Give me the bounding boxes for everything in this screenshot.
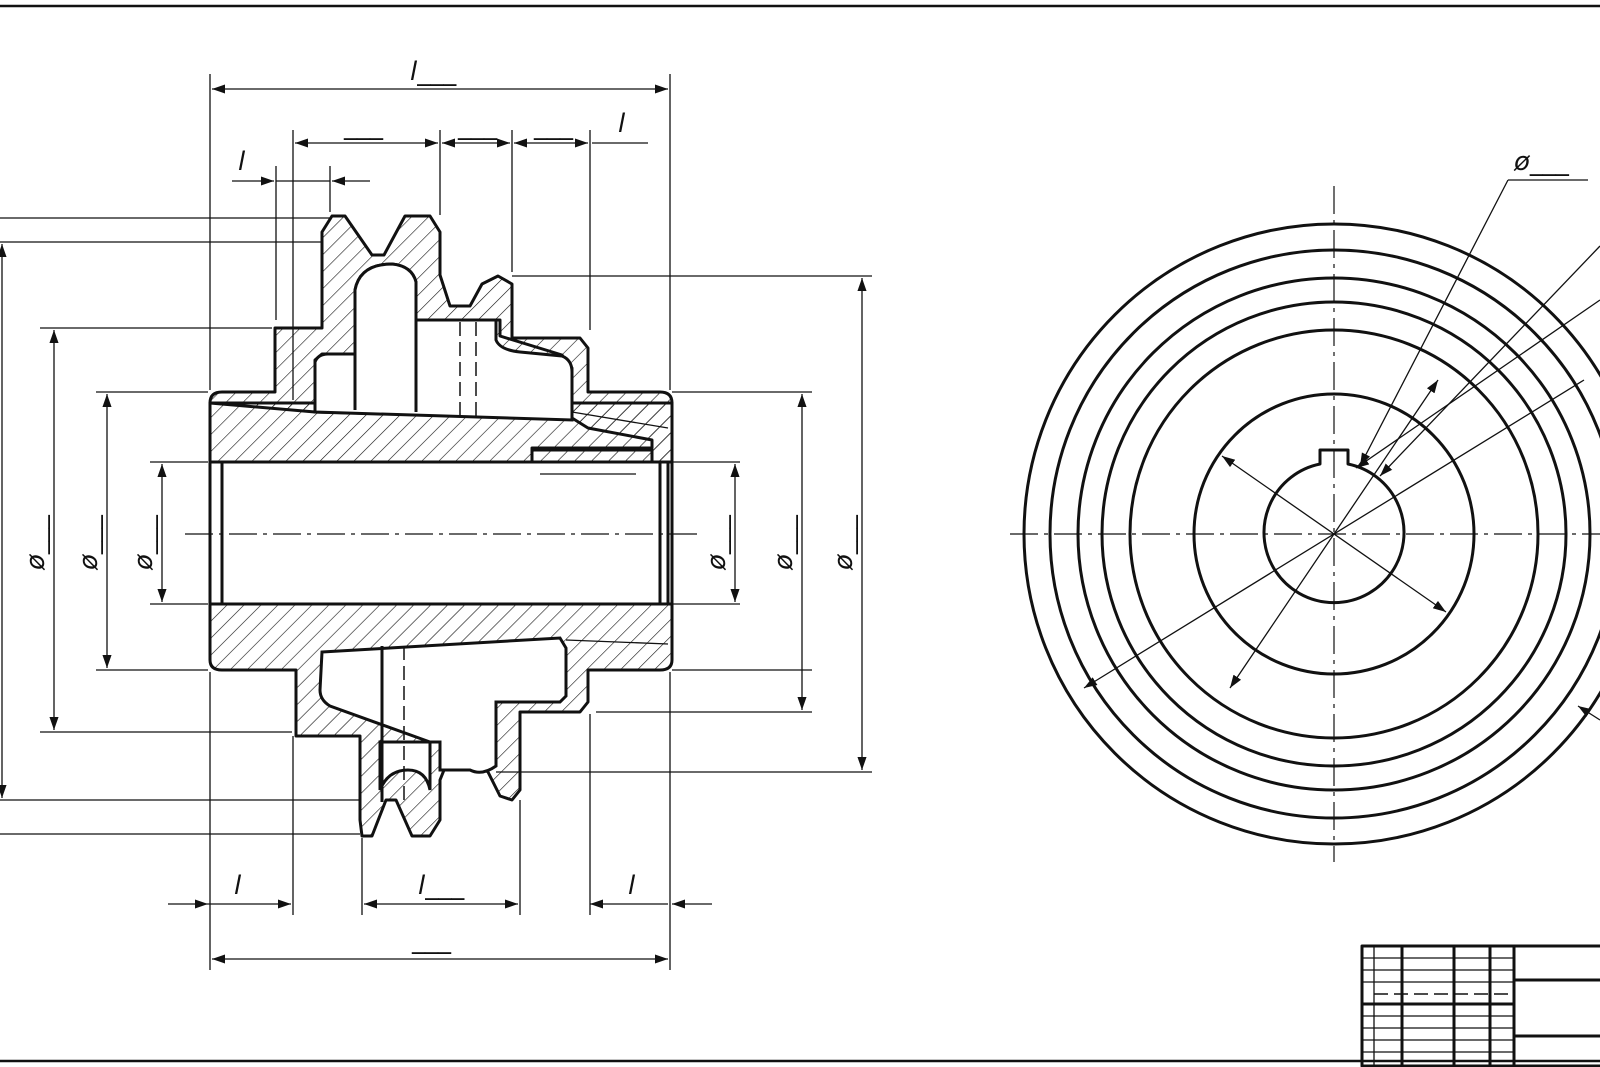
dimension-lines bbox=[0, 84, 867, 964]
dim-dia-bore-right: ø___ bbox=[702, 514, 732, 571]
lower-inner-cavity bbox=[318, 636, 568, 791]
dim-groove-offset-left: l bbox=[238, 147, 246, 177]
sheet-frame bbox=[0, 4, 1600, 1063]
dim-dia-hub-right: ø___ bbox=[769, 514, 799, 571]
dim-bottom-center-l: l___ bbox=[418, 871, 465, 901]
title-block bbox=[1360, 944, 1600, 1067]
dim-rim-width-a: ___ bbox=[343, 111, 384, 141]
dim-bottom-right-l: l bbox=[628, 871, 636, 901]
dim-bottom-left-l: l bbox=[234, 871, 242, 901]
dim-rim-width-b: ___ bbox=[457, 111, 498, 141]
bore bbox=[220, 460, 670, 606]
end-view: ø___ bbox=[1010, 147, 1600, 862]
dim-dia-outer-left: ø___ bbox=[21, 514, 51, 571]
dim-dia-rim-right: ø___ bbox=[829, 514, 859, 571]
dim-dia-bore-left: ø___ bbox=[129, 514, 159, 571]
dim-dia-mid-left: ø___ bbox=[74, 514, 104, 571]
dim-rim-width-c: ___ bbox=[533, 111, 574, 141]
section-view bbox=[185, 214, 700, 838]
extension-lines bbox=[0, 74, 872, 970]
dim-overall-length-bottom: ___ bbox=[411, 925, 452, 955]
dim-offset-top-right: l bbox=[618, 109, 626, 139]
dim-overall-length-top: l___ bbox=[410, 57, 457, 87]
dimension-texts: l___ ___ ___ ___ l l ø___ ø___ ø___ ø___… bbox=[21, 57, 859, 955]
dim-end-view-dia: ø___ bbox=[1513, 147, 1570, 177]
upper-inner-cavity bbox=[313, 262, 574, 422]
